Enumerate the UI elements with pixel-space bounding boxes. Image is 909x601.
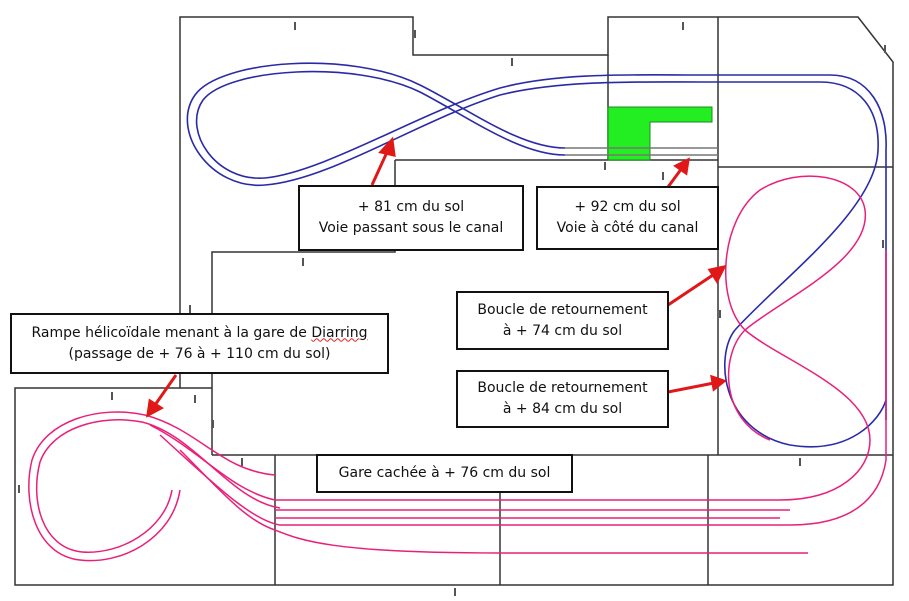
arrow-helix bbox=[146, 398, 164, 418]
label-upper-81-line1: + 81 cm du sol bbox=[357, 199, 465, 215]
label-hidden-station: Gare cachée à + 76 cm du sol bbox=[316, 454, 573, 493]
board-joint-marks bbox=[18, 22, 886, 596]
label-loop-84-line2: à + 84 cm du sol bbox=[502, 401, 623, 417]
upper-track-blue bbox=[186, 62, 887, 448]
label-helix-line1: Rampe hélicoïdale menant à la gare de Di… bbox=[32, 323, 368, 344]
label-helix-station-name: Diarring bbox=[311, 324, 368, 341]
label-upper-92-line2: Voie à côté du canal bbox=[556, 220, 699, 236]
label-helix-line2: (passage de + 76 à + 110 cm du sol) bbox=[68, 345, 331, 362]
callout-arrows bbox=[146, 136, 728, 418]
lower-track-pink bbox=[28, 175, 887, 562]
label-upper-92: + 92 cm du sol Voie à côté du canal bbox=[536, 186, 719, 250]
label-loop-84-line1: Boucle de retournement bbox=[477, 380, 648, 396]
label-upper-81-line2: Voie passant sous le canal bbox=[318, 220, 504, 236]
arrow-74 bbox=[707, 264, 727, 285]
label-helix: Rampe hélicoïdale menant à la gare de Di… bbox=[10, 313, 389, 374]
arrow-81 bbox=[378, 136, 396, 157]
canal bbox=[607, 106, 713, 161]
arrow-84 bbox=[710, 374, 728, 392]
label-hidden-station-line1: Gare cachée à + 76 cm du sol bbox=[338, 465, 551, 481]
label-upper-81: + 81 cm du sol Voie passant sous le cana… bbox=[298, 185, 524, 251]
label-loop-74-line2: à + 74 cm du sol bbox=[502, 322, 623, 339]
label-upper-92-line1: + 92 cm du sol bbox=[574, 199, 681, 215]
label-loop-84: Boucle de retournement à + 84 cm du sol bbox=[456, 370, 669, 428]
label-loop-74-line1: Boucle de retournement bbox=[477, 301, 648, 318]
arrow-92 bbox=[673, 157, 690, 176]
label-helix-line1-prefix: Rampe hélicoïdale menant à la gare de bbox=[31, 324, 312, 341]
label-loop-74: Boucle de retournement à + 74 cm du sol bbox=[456, 291, 669, 350]
